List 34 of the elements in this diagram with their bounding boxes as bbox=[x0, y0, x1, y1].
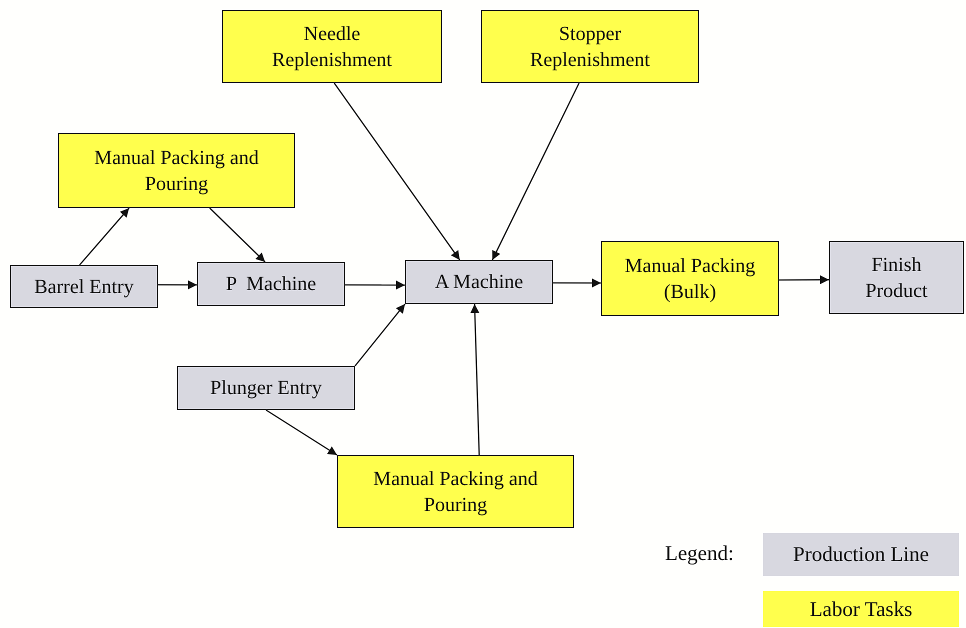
legend-label: Production Line bbox=[793, 542, 929, 567]
arrow bbox=[345, 280, 405, 290]
arrow bbox=[334, 82, 460, 260]
task-box bbox=[222, 10, 442, 83]
arrow bbox=[209, 208, 266, 262]
process-box bbox=[10, 265, 158, 308]
legend-label: Labor Tasks bbox=[810, 596, 912, 622]
task-box bbox=[58, 133, 295, 208]
box-label: Needle Replenishment bbox=[271, 22, 393, 72]
box-label: P Machine bbox=[226, 272, 316, 297]
box-label: A Machine bbox=[434, 270, 524, 295]
arrow bbox=[266, 409, 338, 456]
arrow bbox=[553, 278, 601, 288]
arrow bbox=[779, 275, 829, 284]
arrow bbox=[492, 82, 580, 260]
box-label: Plunger Entry bbox=[210, 376, 322, 401]
arrow bbox=[79, 208, 130, 266]
task-box bbox=[601, 241, 779, 316]
task-box bbox=[337, 455, 574, 528]
arrow bbox=[158, 280, 197, 290]
legend-title: Legend: bbox=[665, 541, 734, 566]
process-box bbox=[405, 260, 553, 304]
process-box bbox=[829, 241, 964, 314]
arrow bbox=[354, 304, 406, 366]
box-label: Manual Packing and Pouring bbox=[93, 146, 260, 196]
box-label: Stopper Replenishment bbox=[529, 22, 651, 72]
process-box bbox=[197, 262, 345, 306]
task-box bbox=[481, 10, 699, 83]
box-label: Manual Packing (Bulk) bbox=[624, 254, 756, 304]
box-label: Manual Packing and Pouring bbox=[372, 466, 539, 518]
arrow bbox=[470, 304, 480, 456]
process-box bbox=[177, 366, 355, 410]
box-label: Barrel Entry bbox=[34, 274, 134, 300]
box-label: Finish Product bbox=[864, 252, 929, 304]
